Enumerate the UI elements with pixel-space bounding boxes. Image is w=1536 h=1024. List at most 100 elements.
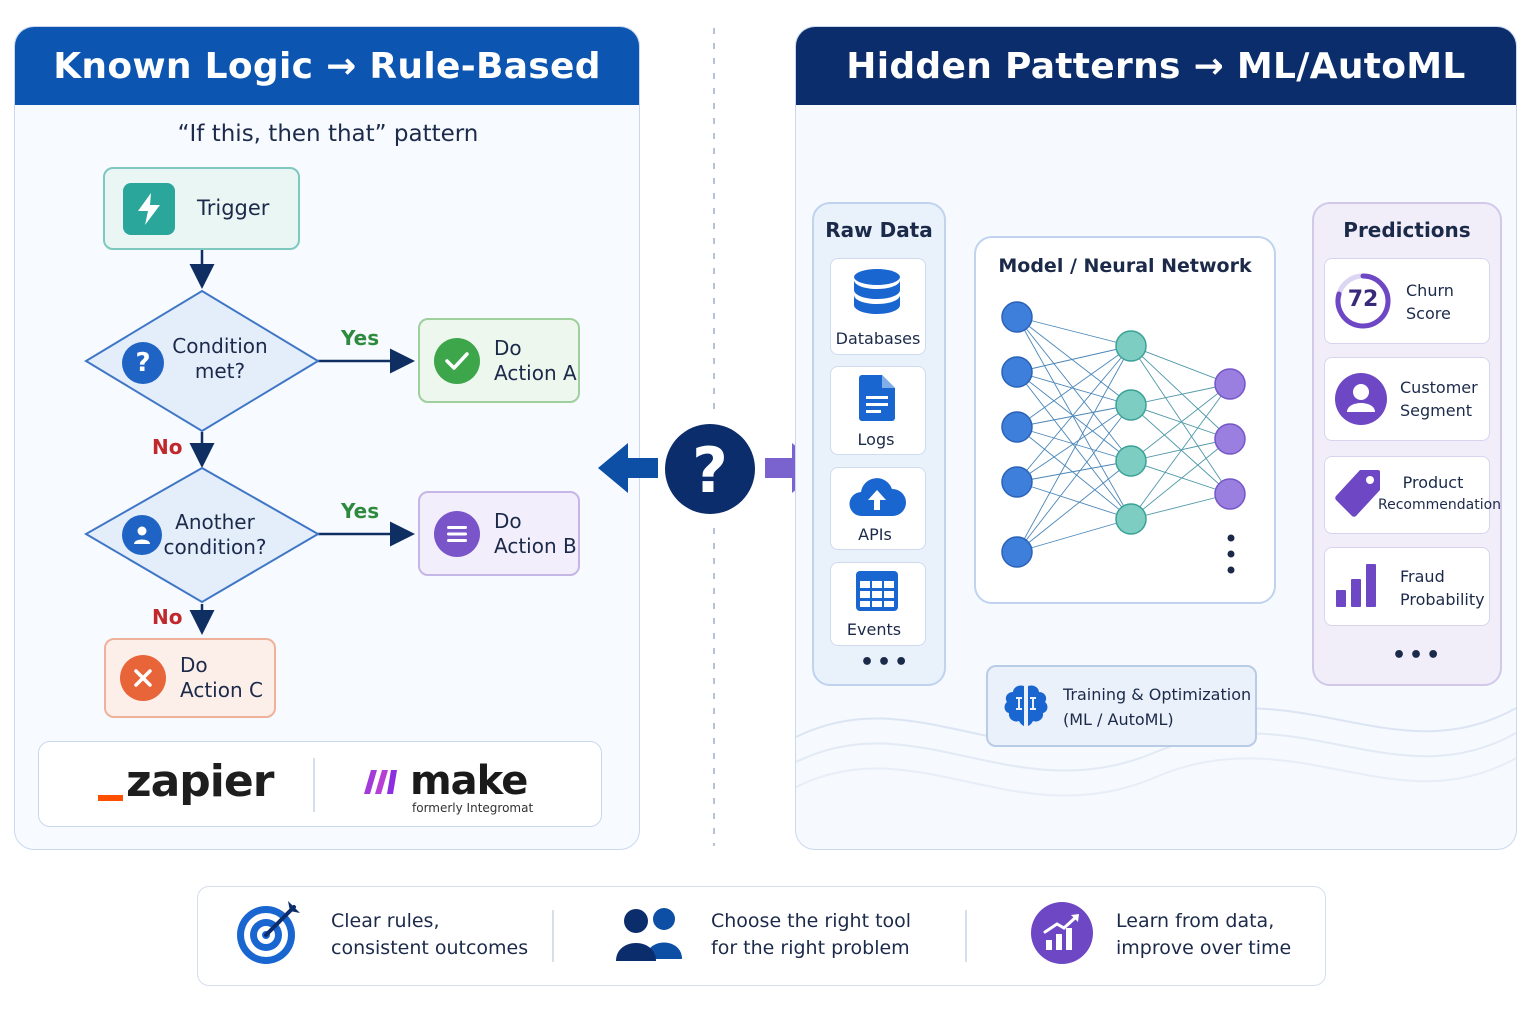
nn-node-layer-3	[1214, 368, 1246, 400]
growth-chart-icon	[1031, 902, 1093, 964]
takeaways-bar	[197, 886, 1326, 986]
churn-score-value: 72	[1347, 287, 1379, 312]
takeaway-2-line-1: Choose the right tool	[711, 910, 912, 932]
predictions-more: •••	[1392, 643, 1444, 668]
cloud-upload-icon	[849, 478, 906, 517]
condition2-line-1: Another	[175, 510, 255, 534]
zapier-logo: zapier	[126, 756, 274, 807]
raw-data-title: Raw Data	[825, 218, 933, 242]
check-icon	[434, 337, 480, 384]
nn-more-dot	[1227, 566, 1235, 574]
gauge-icon	[1335, 273, 1391, 329]
takeaway-2-line-2: for the right problem	[711, 937, 910, 959]
team-icon	[616, 908, 682, 961]
logos-card	[38, 741, 602, 827]
takeaway-1-line-1: Clear rules,	[331, 910, 440, 932]
right-arrow-icon	[765, 443, 822, 493]
condition-diamond	[84, 289, 320, 433]
question-icon: ?	[122, 342, 164, 384]
product-recommendation-label: Product Recommendation	[1378, 471, 1501, 517]
nn-connection	[1016, 371, 1132, 406]
nn-connection	[1130, 438, 1231, 520]
nn-connection	[1016, 345, 1132, 428]
model-title: Model / Neural Network	[998, 255, 1252, 277]
training-line-1: Training & Optimization	[1063, 685, 1252, 704]
bar-chart-icon	[1336, 564, 1376, 607]
condition-line-1: Condition	[172, 334, 268, 358]
x-icon	[120, 655, 166, 701]
nn-connection	[1130, 493, 1231, 520]
takeaway-1: Clear rules, consistent outcomes	[331, 908, 528, 962]
nn-connection	[1130, 404, 1231, 495]
nn-connection	[1016, 426, 1132, 520]
takeaway-3: Learn from data, improve over time	[1116, 908, 1291, 962]
action-a-line-1: Do	[494, 335, 522, 360]
nn-connection	[1130, 345, 1231, 440]
raw-data-more: •••	[860, 650, 912, 675]
nn-connection	[1016, 404, 1132, 553]
nn-connection	[1130, 345, 1231, 385]
recommendation-line-1: Product	[1402, 473, 1464, 492]
training-line-2: (ML / AutoML)	[1063, 710, 1174, 729]
logs-label: Logs	[857, 430, 895, 449]
nn-node-layer-2	[1115, 445, 1147, 477]
make-mark-icon	[364, 770, 397, 794]
nn-connection	[1130, 460, 1231, 495]
databases-label: Databases	[835, 329, 921, 348]
nn-node-layer-2	[1115, 503, 1147, 535]
yes-label: Yes	[341, 326, 380, 350]
churn-score-item	[1324, 258, 1490, 344]
table-grid-icon	[856, 571, 898, 611]
list-icon	[434, 510, 480, 557]
action-b-line-1: Do	[494, 508, 522, 533]
fraud-probability-label: Fraud Probability	[1400, 565, 1485, 611]
database-icon	[854, 269, 900, 314]
nn-connection	[1130, 383, 1231, 462]
condition2-label: Another condition?	[162, 510, 268, 560]
nn-connection	[1016, 316, 1132, 406]
nn-connection	[1130, 438, 1231, 462]
churn-line-1: Churn	[1406, 281, 1454, 300]
apis-label: APIs	[858, 525, 892, 544]
churn-score-label: Churn Score	[1406, 279, 1454, 325]
action-c-label: Do Action C	[180, 653, 263, 703]
nn-node-layer-3	[1214, 478, 1246, 510]
nn-node-layer-1	[1001, 536, 1033, 568]
nn-connection	[1016, 316, 1132, 462]
takeaway-2: Choose the right tool for the right prob…	[711, 908, 911, 962]
nn-connection	[1016, 371, 1132, 520]
action-b-line-2: Action B	[494, 533, 577, 558]
nn-node-layer-1	[1001, 411, 1033, 443]
nn-connection	[1016, 404, 1132, 483]
takeaway-3-line-2: improve over time	[1116, 937, 1292, 959]
person-circle-icon	[1335, 373, 1387, 425]
nn-connection	[1130, 383, 1231, 520]
churn-line-2: Score	[1406, 304, 1451, 323]
nn-connection	[1016, 481, 1132, 520]
no-label: No	[152, 435, 183, 459]
zapier-underscore-icon	[98, 795, 123, 801]
tag-icon	[1335, 470, 1380, 517]
condition-line-2: met?	[194, 359, 246, 383]
action-a-box: Do Action A	[418, 318, 580, 403]
fraud-line-2: Probability	[1400, 590, 1485, 609]
predictions-title: Predictions	[1343, 218, 1471, 242]
nn-node-layer-2	[1115, 330, 1147, 362]
lightning-icon	[123, 182, 175, 235]
action-a-line-2: Action A	[494, 360, 577, 385]
action-b-box: Do Action B	[418, 491, 580, 576]
neural-network	[1001, 301, 1246, 574]
condition2-diamond	[84, 466, 320, 604]
action-c-line-2: Action C	[180, 678, 263, 702]
yes2-label: Yes	[341, 499, 380, 523]
nn-connection	[1016, 316, 1132, 347]
nn-node-layer-1	[1001, 466, 1033, 498]
takeaway-1-line-2: consistent outcomes	[331, 937, 529, 959]
bottom-divider-1	[552, 910, 554, 962]
make-subtitle: formerly Integromat	[412, 801, 534, 815]
make-logo: make	[410, 758, 528, 804]
nn-connection	[1016, 460, 1132, 483]
segment-line-2: Segment	[1400, 401, 1472, 420]
nn-connection	[1016, 345, 1132, 373]
